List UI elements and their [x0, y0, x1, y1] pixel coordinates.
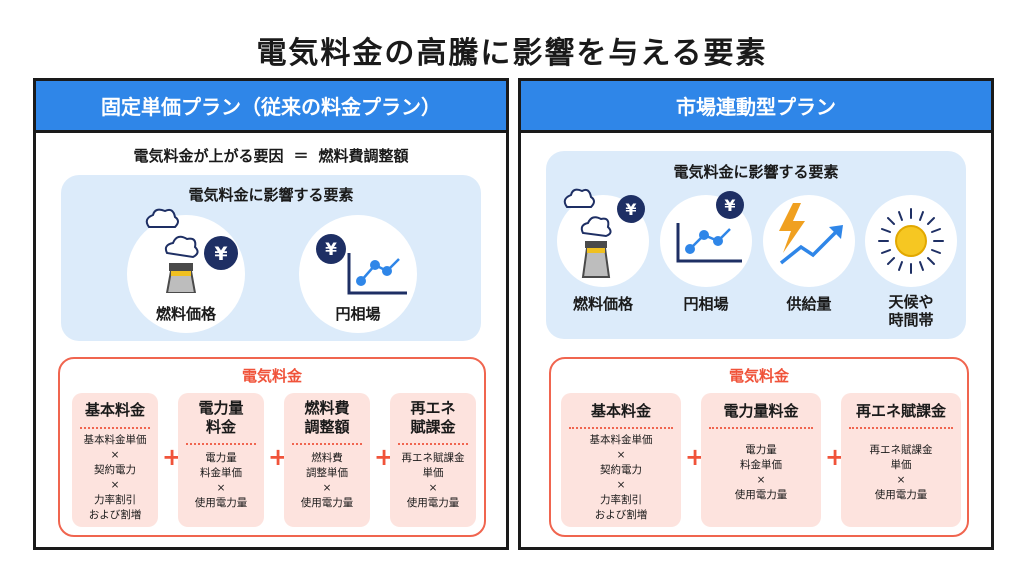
card-name: 基本料金 — [590, 402, 651, 420]
card-divider — [709, 427, 813, 429]
fee-box: 電気料金 基本料金 基本料金単価 × 契約電力 × 力率割引 および割増 + 電… — [549, 357, 969, 537]
yen-line-chart-icon: ¥ — [676, 191, 744, 263]
fixed-plan-header: 固定単価プラン（従来の料金プラン） — [36, 81, 506, 133]
card-formula: 燃料費 調整単価 × 使用電力量 — [300, 452, 354, 509]
factor-label: 天候や 時間帯 — [888, 293, 934, 329]
factor-label: 円相場 — [683, 295, 729, 313]
factor-label: 円相場 — [335, 305, 381, 323]
market-plan-panel: 市場連動型プラン 電気料金に影響する要素 ¥ 燃料価格 ¥ — [518, 78, 994, 550]
factor-fuel-price: ¥ 燃料価格 — [127, 208, 245, 333]
fee-title: 電気料金 — [728, 367, 789, 385]
fee-card-basic: 基本料金 基本料金単価 × 契約電力 × 力率割引 および割増 — [72, 393, 158, 527]
power-plant-yen-icon: ¥ — [145, 208, 238, 293]
yen-line-chart-icon: ¥ — [316, 234, 407, 295]
card-name: 燃料費 調整額 — [304, 399, 350, 436]
svg-text:¥: ¥ — [325, 240, 337, 260]
factor-label: 燃料価格 — [572, 295, 633, 313]
plus-sign: + — [374, 443, 395, 471]
sun-icon — [878, 208, 944, 274]
power-plant-yen-icon: ¥ — [563, 188, 645, 278]
svg-text:¥: ¥ — [214, 243, 227, 265]
factor-fuel-price: ¥ — [557, 188, 649, 287]
lightning-trend-icon — [779, 203, 843, 265]
card-formula: 再エネ賦課金 単価 × 使用電力量 — [869, 444, 933, 501]
market-plan-header: 市場連動型プラン — [521, 81, 991, 133]
plus-sign: + — [685, 443, 706, 471]
svg-text:¥: ¥ — [625, 200, 636, 219]
fee-card-fuel-adjust: 燃料費 調整額 燃料費 調整単価 × 使用電力量 — [284, 393, 370, 527]
card-divider — [186, 443, 256, 445]
card-formula: 基本料金単価 × 契約電力 × 力率割引 および割増 — [83, 434, 147, 521]
svg-text:¥: ¥ — [724, 196, 735, 215]
card-divider — [398, 443, 468, 445]
card-name: 電力量料金 — [723, 402, 799, 420]
card-formula: 再エネ賦課金 単価 × 使用電力量 — [401, 452, 465, 509]
factor-supply — [763, 195, 855, 287]
fee-card-energy: 電力量 料金 電力量 料金単価 × 使用電力量 — [178, 393, 264, 527]
card-formula: 電力量 料金単価 × 使用電力量 — [194, 452, 248, 509]
factor-box: 電気料金に影響する要素 ¥ 燃料価格 ¥ — [61, 175, 481, 341]
fee-card-renewable: 再エネ賦課金 再エネ賦課金 単価 × 使用電力量 — [841, 393, 961, 527]
card-formula: 基本料金単価 × 契約電力 × 力率割引 および割増 — [589, 434, 653, 521]
factor-weather-time — [865, 195, 957, 287]
plus-sign: + — [162, 443, 183, 471]
equals-sign: ＝ — [293, 147, 309, 165]
card-formula: 電力量 料金単価 × 使用電力量 — [734, 444, 788, 501]
card-name: 再エネ 賦課金 — [410, 399, 456, 436]
cause-label: 電気料金が上がる要因 — [133, 147, 284, 165]
fee-title: 電気料金 — [241, 367, 302, 385]
fee-box: 電気料金 基本料金 基本料金単価 × 契約電力 × 力率割引 および割増 + 電… — [58, 357, 486, 537]
cause-line: 電気料金が上がる要因 ＝ 燃料費調整額 — [36, 145, 506, 166]
card-divider — [292, 443, 362, 445]
fee-card-energy: 電力量料金 電力量 料金単価 × 使用電力量 — [701, 393, 821, 527]
card-divider — [569, 427, 673, 429]
fee-card-basic: 基本料金 基本料金単価 × 契約電力 × 力率割引 および割増 — [561, 393, 681, 527]
card-name: 基本料金 — [84, 401, 145, 419]
card-name: 電力量 料金 — [198, 399, 244, 436]
fee-card-renewable: 再エネ 賦課金 再エネ賦課金 単価 × 使用電力量 — [390, 393, 476, 527]
factor-title: 電気料金に影響する要素 — [673, 163, 839, 181]
factor-yen-rate: ¥ — [660, 191, 752, 287]
factor-label: 燃料価格 — [155, 305, 216, 323]
page-title: 電気料金の高騰に影響を与える要素 — [256, 36, 768, 71]
card-name: 再エネ賦課金 — [855, 402, 946, 420]
factor-box: 電気料金に影響する要素 ¥ 燃料価格 ¥ — [546, 151, 966, 339]
fixed-plan-panel: 固定単価プラン（従来の料金プラン） 電気料金が上がる要因 ＝ 燃料費調整額 電気料金… — [33, 78, 509, 550]
factor-label: 供給量 — [786, 295, 832, 313]
factor-title: 電気料金に影響する要素 — [188, 186, 354, 204]
card-divider — [80, 427, 150, 429]
plus-sign: + — [268, 443, 289, 471]
card-divider — [849, 427, 953, 429]
factor-yen-rate: ¥ 円相場 — [299, 215, 417, 333]
plus-sign: + — [825, 443, 846, 471]
cause-value: 燃料費調整額 — [318, 147, 409, 165]
